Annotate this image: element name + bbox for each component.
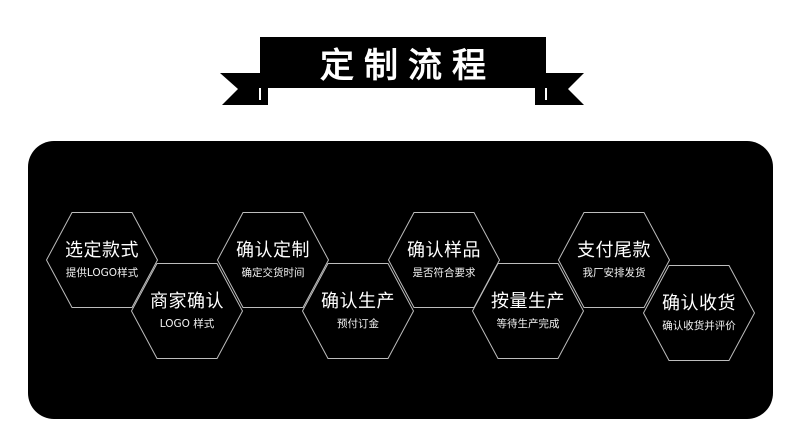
step-subtitle: 是否符合要求 (412, 267, 476, 279)
hexagon-icon (302, 263, 414, 359)
step-title: 确认样品 (407, 240, 481, 261)
step-title: 商家确认 (150, 291, 224, 312)
step-subtitle: 预付订金 (337, 318, 379, 330)
step-title: 选定款式 (65, 240, 139, 261)
title-banner: 定制流程 (0, 0, 800, 120)
step-subtitle: 确认收货并评价 (662, 320, 736, 332)
step-title: 确认定制 (236, 240, 310, 261)
page-title: 定制流程 (320, 46, 496, 86)
step-subtitle: 我厂安排发货 (582, 267, 646, 279)
step-title: 确认收货 (662, 293, 736, 314)
step-2-merchant-confirm[interactable]: 商家确认 LOGO 样式 (131, 263, 243, 359)
step-7-pay-balance[interactable]: 支付尾款 我厂安排发货 (558, 212, 670, 308)
step-title: 确认生产 (321, 291, 395, 312)
step-6-mass-production[interactable]: 按量生产 等待生产完成 (472, 263, 584, 359)
step-5-confirm-sample[interactable]: 确认样品 是否符合要求 (388, 212, 500, 308)
step-8-confirm-receipt[interactable]: 确认收货 确认收货并评价 (643, 265, 755, 361)
hexagon-icon (643, 265, 755, 361)
step-1-select-style[interactable]: 选定款式 提供LOGO样式 (46, 212, 158, 308)
hexagon-icon (217, 212, 329, 308)
step-subtitle: 确定交货时间 (241, 267, 305, 279)
step-subtitle: 提供LOGO样式 (65, 267, 139, 279)
hexagon-icon (46, 212, 158, 308)
hexagon-icon (472, 263, 584, 359)
step-3-confirm-custom[interactable]: 确认定制 确定交货时间 (217, 212, 329, 308)
hexagon-icon (131, 263, 243, 359)
step-title: 按量生产 (491, 291, 565, 312)
step-4-confirm-production[interactable]: 确认生产 预付订金 (302, 263, 414, 359)
step-subtitle: 等待生产完成 (496, 318, 560, 330)
step-title: 支付尾款 (577, 240, 651, 261)
step-subtitle: LOGO 样式 (159, 318, 215, 330)
ribbon-shape (220, 37, 584, 105)
hexagon-icon (558, 212, 670, 308)
